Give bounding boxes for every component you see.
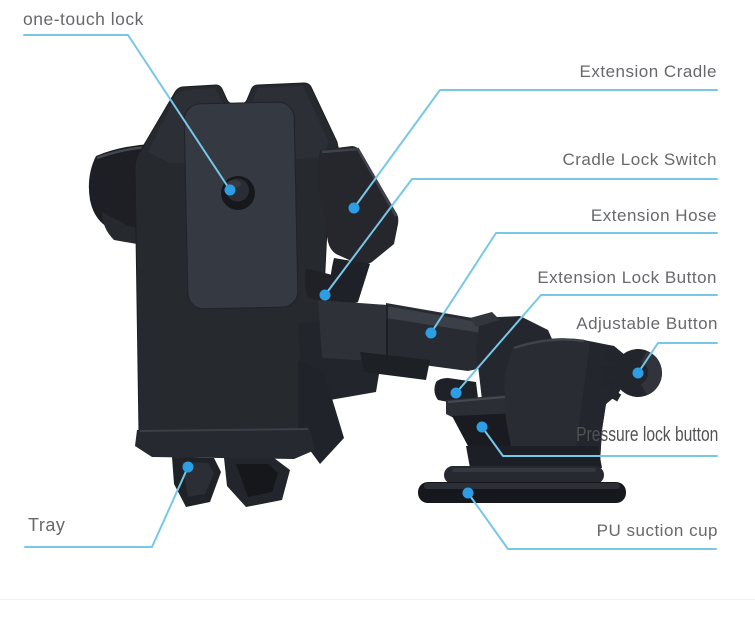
arm-under-bracket <box>360 352 430 380</box>
tray-bar <box>135 428 315 459</box>
leader-tray <box>24 466 189 548</box>
dot-tray <box>182 461 194 473</box>
leader-lines <box>23 34 718 550</box>
label-tray: Tray <box>28 515 66 535</box>
dot-extension-lock-button <box>450 387 462 399</box>
dot-pressure-lock-button <box>476 421 488 433</box>
pu-suction-cup-top-face <box>424 483 620 489</box>
tray-bar-highlight <box>139 428 309 432</box>
label-cradle-lock-switch: Cradle Lock Switch <box>562 150 717 169</box>
label-pu-suction-cup: PU suction cup <box>596 521 718 540</box>
leader-extension-hose <box>430 232 718 334</box>
cradle-lock-switch-part <box>304 268 340 304</box>
dot-adjustable-button <box>632 367 644 379</box>
extension-arm-top-face <box>386 306 490 334</box>
dot-one-touch-lock <box>224 184 236 196</box>
elbow-top-clamp <box>470 312 500 327</box>
leader-adjustable-button <box>637 342 718 374</box>
right-grip-highlight <box>321 147 398 217</box>
callout-dots <box>182 184 644 499</box>
label-one-touch-lock: one-touch lock <box>23 9 144 29</box>
dot-extension-cradle <box>348 202 360 214</box>
dot-pu-suction-cup <box>462 487 474 499</box>
label-extension-cradle: Extension Cradle <box>579 62 717 81</box>
base-column-highlight <box>513 338 585 350</box>
leader-extension-lock-button <box>455 294 718 394</box>
dot-cradle-lock-switch <box>319 289 331 301</box>
leader-pressure-lock-button <box>481 426 718 457</box>
leader-cradle-lock-switch <box>324 178 718 296</box>
right-grip-support <box>330 258 370 310</box>
suction-mid-disc-highlight <box>452 468 596 472</box>
leader-one-touch-lock <box>23 34 231 191</box>
label-extension-lock-button: Extension Lock Button <box>537 268 717 287</box>
label-pressure-lock-button: Pressure lock button <box>575 424 718 446</box>
tray-foot-right-shadow <box>236 464 278 497</box>
dot-extension-hose <box>425 327 437 339</box>
label-adjustable-button: Adjustable Button <box>576 314 718 333</box>
photo-bottom-edge <box>0 599 755 600</box>
leader-pu-suction-cup <box>467 492 717 550</box>
phone-mount-product <box>88 82 662 507</box>
extension-arm-inner <box>318 300 388 362</box>
label-extension-hose: Extension Hose <box>590 206 717 225</box>
leader-extension-cradle <box>353 89 718 209</box>
